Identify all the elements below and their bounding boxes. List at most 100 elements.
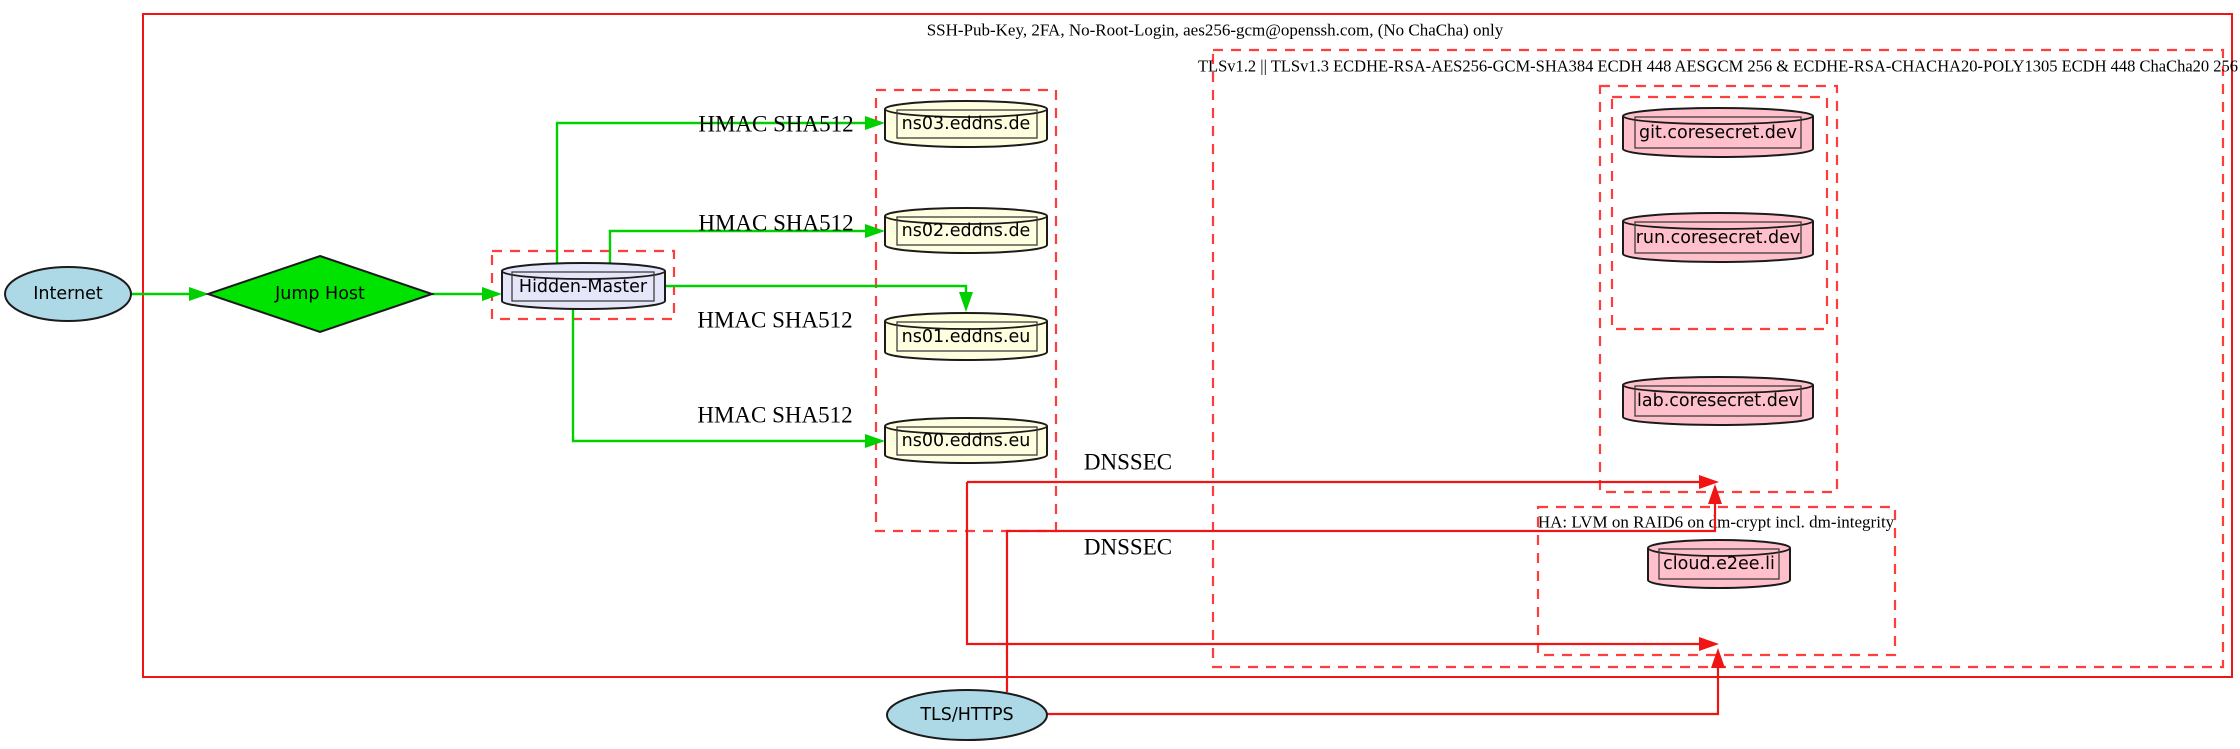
edge-line bbox=[1005, 503, 1717, 692]
git-label: git.coresecret.dev bbox=[1639, 123, 1797, 143]
label-box bbox=[896, 109, 1038, 139]
hmac-label-ns03: HMAC SHA512 bbox=[698, 112, 853, 137]
node-git: git.coresecret.dev bbox=[1622, 107, 1814, 158]
arrowhead-right-icon bbox=[865, 116, 885, 130]
cluster-ssh: SSH-Pub-Key, 2FA, No-Root-Login, aes256-… bbox=[142, 13, 2233, 678]
edge-labels: HMAC SHA512 HMAC SHA512 HMAC SHA512 HMAC… bbox=[697, 112, 1172, 560]
ns01-cylinder bbox=[884, 312, 1048, 361]
coresecret-outer-border bbox=[1598, 84, 1839, 494]
jump-host-label: Jump Host bbox=[274, 284, 365, 304]
node-ns03: ns03.eddns.de bbox=[884, 100, 1048, 148]
cylinder-rim bbox=[1622, 220, 1814, 230]
label-box bbox=[1634, 385, 1802, 417]
cylinder-rim bbox=[884, 215, 1048, 225]
node-jump-host: Jump Host bbox=[204, 254, 436, 334]
dnssec-label-upper: DNSSEC bbox=[1084, 450, 1172, 475]
ha-cluster-label: HA: LVM on RAID6 on dm-crypt incl. dm-in… bbox=[1538, 513, 1895, 532]
edge-hiddenmaster-ns03 bbox=[555, 116, 885, 264]
node-run: run.coresecret.dev bbox=[1622, 212, 1814, 263]
arrowhead-right-icon bbox=[482, 287, 502, 301]
node-ns00: ns00.eddns.eu bbox=[884, 417, 1048, 464]
label-box bbox=[511, 271, 655, 302]
node-ns01: ns01.eddns.eu bbox=[884, 312, 1048, 361]
cylinder-rim bbox=[1647, 547, 1791, 557]
edge-jumphost-hiddenmaster bbox=[432, 287, 502, 301]
edge-internet-jumphost bbox=[131, 287, 209, 301]
cluster-coresecret-inner bbox=[1610, 95, 1829, 331]
label-box bbox=[1634, 116, 1802, 149]
edge-hiddenmaster-ns00 bbox=[571, 308, 885, 448]
ns00-label: ns00.eddns.eu bbox=[902, 431, 1031, 451]
run-label: run.coresecret.dev bbox=[1636, 228, 1801, 248]
arrowhead-right-icon bbox=[865, 224, 885, 238]
edge-dnssec-upper bbox=[967, 475, 1719, 489]
hidden-master-cylinder bbox=[501, 262, 666, 310]
node-cloud: cloud.e2ee.li bbox=[1647, 539, 1791, 589]
ssh-cluster-label: SSH-Pub-Key, 2FA, No-Root-Login, aes256-… bbox=[927, 21, 1504, 40]
ns03-label: ns03.eddns.de bbox=[902, 114, 1031, 134]
cylinder-rim bbox=[884, 108, 1048, 118]
node-lab: lab.coresecret.dev bbox=[1622, 376, 1814, 426]
arrowhead-right-icon bbox=[189, 287, 209, 301]
arrowhead-down-icon bbox=[959, 292, 973, 312]
arrowhead-right-icon bbox=[865, 434, 885, 448]
edge-line bbox=[571, 308, 866, 443]
cloud-cylinder bbox=[1647, 539, 1791, 589]
arrowhead-up-icon bbox=[1708, 484, 1722, 504]
cluster-coresecret-outer bbox=[1598, 84, 1839, 494]
label-box bbox=[1658, 548, 1780, 580]
coresecret-inner-border bbox=[1610, 95, 1829, 331]
internet-label: Internet bbox=[33, 284, 103, 304]
edge-hiddenmaster-ns01 bbox=[665, 284, 973, 312]
dnssec-label-lower: DNSSEC bbox=[1084, 535, 1172, 560]
arrowhead-right-icon bbox=[1699, 475, 1719, 489]
edge-dnssec-lower bbox=[965, 482, 1719, 651]
cylinder-rim bbox=[884, 425, 1048, 435]
hmac-label-ns01: HMAC SHA512 bbox=[697, 308, 852, 333]
hidden-master-label: Hidden-Master bbox=[519, 277, 648, 297]
hmac-label-ns00: HMAC SHA512 bbox=[697, 403, 852, 428]
ns02-cylinder bbox=[884, 207, 1048, 254]
label-box bbox=[896, 216, 1038, 246]
tls-cluster-label: TLSv1.2 || TLSv1.3 ECDHE-RSA-AES256-GCM-… bbox=[1198, 57, 2238, 76]
lab-label: lab.coresecret.dev bbox=[1637, 391, 1799, 411]
cylinder-rim bbox=[1622, 115, 1814, 125]
ns02-label: ns02.eddns.de bbox=[902, 221, 1031, 241]
internet-ellipse bbox=[4, 266, 132, 322]
ns03-cylinder bbox=[884, 100, 1048, 148]
node-hidden-master: Hidden-Master bbox=[501, 262, 666, 310]
run-cylinder bbox=[1622, 212, 1814, 263]
node-tls-https: TLS/HTTPS bbox=[886, 689, 1048, 741]
edge-line bbox=[665, 284, 968, 293]
jump-host-diamond bbox=[204, 254, 436, 334]
edge-tlshttps-ha bbox=[1047, 648, 1725, 716]
label-box bbox=[1634, 221, 1802, 254]
edge-tlshttps-coresecret bbox=[1005, 484, 1722, 692]
tls-https-label: TLS/HTTPS bbox=[919, 705, 1013, 725]
cloud-label: cloud.e2ee.li bbox=[1663, 554, 1775, 574]
git-cylinder bbox=[1622, 107, 1814, 158]
node-ns02: ns02.eddns.de bbox=[884, 207, 1048, 254]
edge-line bbox=[965, 482, 1700, 646]
cluster-ha: HA: LVM on RAID6 on dm-crypt incl. dm-in… bbox=[1536, 505, 1897, 657]
arrowhead-up-icon bbox=[1711, 648, 1725, 668]
cylinder-rim bbox=[1622, 384, 1814, 394]
edge-line bbox=[555, 121, 866, 264]
arrowhead-right-icon bbox=[1699, 637, 1719, 651]
ha-cluster-border bbox=[1536, 505, 1897, 657]
cylinder-rim bbox=[501, 270, 666, 280]
edge-line bbox=[608, 229, 866, 264]
hmac-label-ns02: HMAC SHA512 bbox=[698, 211, 853, 236]
node-internet: Internet bbox=[4, 266, 132, 322]
lab-cylinder bbox=[1622, 376, 1814, 426]
label-box bbox=[896, 321, 1038, 352]
edge-hiddenmaster-ns02 bbox=[608, 224, 885, 264]
ssh-cluster-border bbox=[142, 13, 2233, 678]
label-box bbox=[896, 426, 1038, 456]
edge-line bbox=[1047, 667, 1720, 716]
ns01-label: ns01.eddns.eu bbox=[902, 327, 1031, 347]
ns00-cylinder bbox=[884, 417, 1048, 464]
tls-https-ellipse bbox=[886, 689, 1048, 741]
